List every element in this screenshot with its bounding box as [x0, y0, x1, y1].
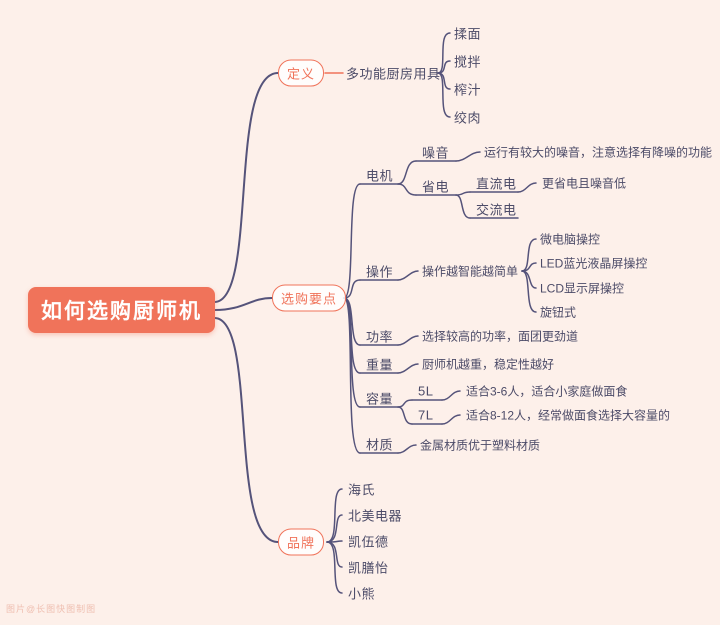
node-mode-led[interactable]: LED蓝光液晶屏操控: [540, 256, 648, 271]
node-function-mix[interactable]: 搅拌: [454, 54, 482, 70]
node-brand-kitchenaid[interactable]: 凯膳怡: [348, 560, 389, 576]
node-weight[interactable]: 重量: [366, 357, 394, 373]
node-7l[interactable]: 7L: [418, 407, 434, 423]
node-mode-lcd[interactable]: LCD显示屏操控: [540, 281, 625, 296]
branch-brands[interactable]: 品牌: [278, 528, 325, 556]
node-7l-desc[interactable]: 适合8-12人，经常做面食选择大容量的: [466, 408, 671, 423]
node-function-knead[interactable]: 揉面: [454, 26, 482, 42]
node-material[interactable]: 材质: [366, 437, 394, 453]
branch-points[interactable]: 选购要点: [272, 284, 347, 312]
node-power[interactable]: 功率: [366, 329, 394, 345]
node-brand-hauswirt[interactable]: 海氏: [348, 482, 376, 498]
node-brand-kenwood[interactable]: 凯伍德: [348, 534, 389, 550]
node-power-saving[interactable]: 省电: [422, 179, 450, 195]
node-brand-aca[interactable]: 北美电器: [348, 508, 403, 524]
root-node[interactable]: 如何选购厨师机: [28, 287, 215, 333]
node-dc-desc[interactable]: 更省电且噪音低: [542, 176, 627, 191]
node-mode-knob[interactable]: 旋钮式: [540, 305, 577, 320]
node-ac[interactable]: 交流电: [476, 202, 517, 218]
node-noise-desc[interactable]: 运行有较大的噪音，注意选择有降噪的功能: [484, 145, 713, 160]
watermark: 图片@长图快图制图: [6, 604, 97, 614]
node-5l-desc[interactable]: 适合3-6人，适合小家庭做面食: [466, 384, 628, 399]
node-operation-desc[interactable]: 操作越智能越简单: [422, 264, 519, 279]
node-5l[interactable]: 5L: [418, 383, 434, 399]
node-function-juice[interactable]: 榨汁: [454, 82, 482, 98]
node-motor[interactable]: 电机: [366, 168, 394, 184]
node-material-desc[interactable]: 金属材质优于塑料材质: [420, 438, 541, 453]
node-function-grind[interactable]: 绞肉: [454, 110, 482, 126]
node-weight-desc[interactable]: 厨师机越重，稳定性越好: [422, 357, 555, 372]
node-capacity[interactable]: 容量: [366, 391, 394, 407]
node-noise[interactable]: 噪音: [422, 145, 450, 161]
node-operation[interactable]: 操作: [366, 264, 394, 280]
branch-definition[interactable]: 定义: [278, 59, 325, 87]
node-power-desc[interactable]: 选择较高的功率，面团更劲道: [422, 329, 579, 344]
node-multifunction-tool[interactable]: 多功能厨房用具: [346, 66, 441, 82]
node-brand-bear[interactable]: 小熊: [348, 586, 376, 602]
node-mode-microcomputer[interactable]: 微电脑操控: [540, 232, 601, 247]
node-dc[interactable]: 直流电: [476, 176, 517, 192]
